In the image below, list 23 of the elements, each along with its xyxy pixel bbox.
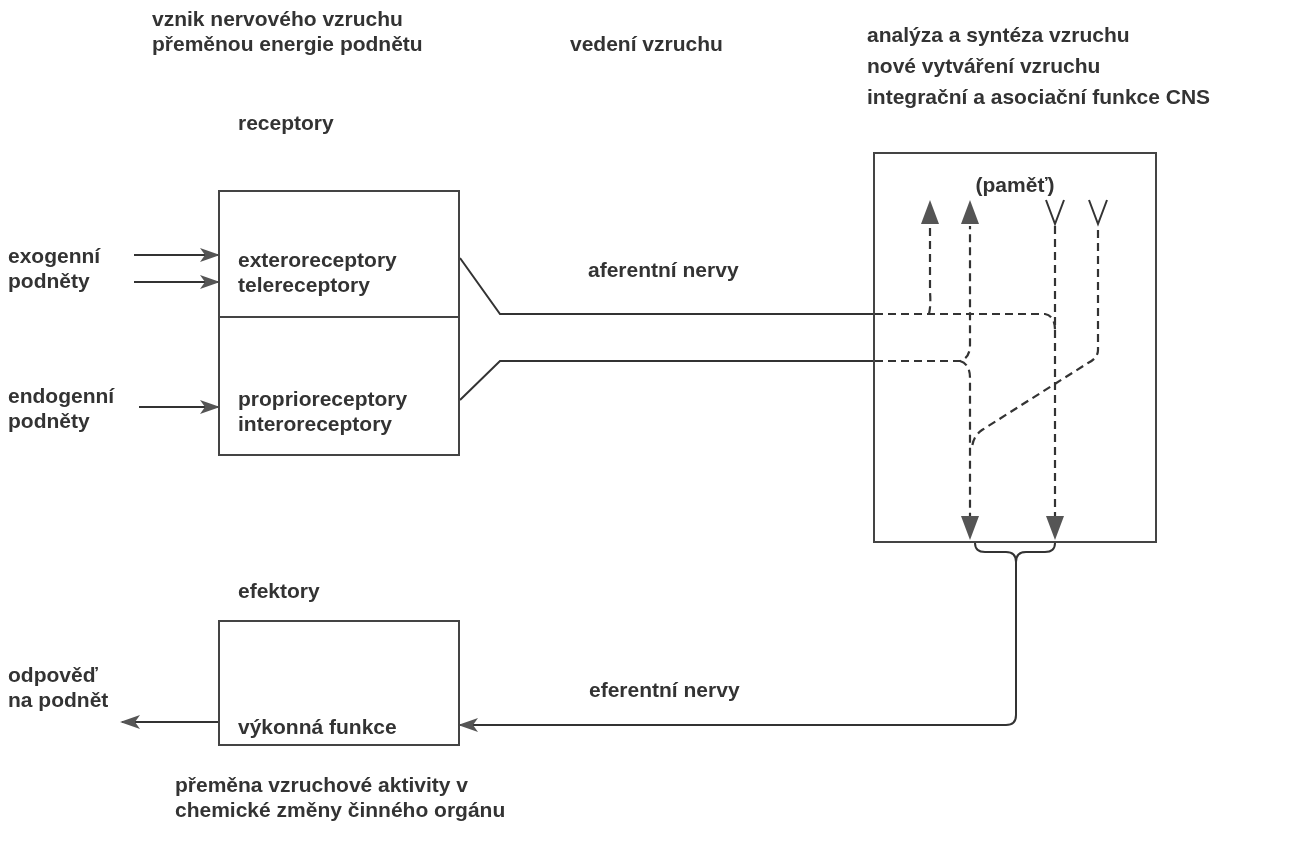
box-text: exteroreceptory telereceptory bbox=[238, 247, 398, 297]
stage-label: vznik nervového vzruchu přeměnou energie podnětu bbox=[152, 6, 424, 56]
arrow bbox=[133, 248, 220, 262]
box-text: výkonná funkce bbox=[238, 714, 398, 739]
response-text: odpověď na podnět bbox=[8, 662, 116, 714]
arrow bbox=[120, 715, 219, 729]
nerve-line bbox=[459, 360, 874, 401]
receptor-box bbox=[218, 316, 460, 456]
stimulus-text: endogenní podněty bbox=[8, 383, 133, 435]
stimulus-text: exogenní podněty bbox=[8, 243, 128, 295]
nerve-line bbox=[459, 257, 874, 315]
heading-text: integrační a asociační funkce CNS bbox=[867, 84, 1211, 109]
heading-text: efektory bbox=[238, 578, 320, 603]
heading-text: receptory bbox=[238, 110, 334, 135]
arrow bbox=[133, 275, 220, 289]
box-text: (paměť) bbox=[974, 172, 1056, 197]
box-text: proprioreceptory interoreceptory bbox=[238, 386, 409, 436]
caption-text: přeměna vzruchové aktivity v chemické změny činného orgánu bbox=[175, 772, 507, 822]
arrow bbox=[458, 542, 1056, 732]
heading-text: nové vytváření vzruchu bbox=[867, 53, 1101, 78]
arrow bbox=[138, 400, 220, 414]
heading-text: analýza a syntéza vzruchu bbox=[867, 22, 1130, 47]
stage-label: vedení vzruchu bbox=[570, 31, 724, 56]
